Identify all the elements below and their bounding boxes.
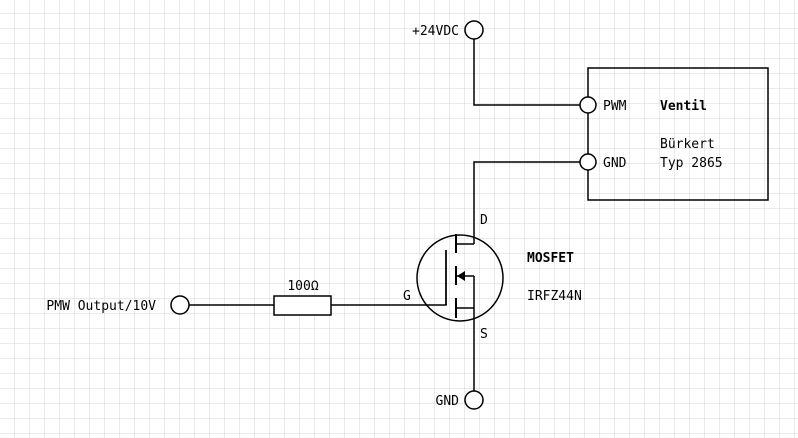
- valve-pin-gnd-label: GND: [603, 156, 627, 171]
- valve-name: Ventil: [660, 99, 707, 114]
- valve-box: [587, 67, 769, 201]
- gate-label: G: [403, 289, 411, 304]
- valve-pin-pwm: [579, 96, 597, 114]
- valve-maker: Bürkert: [660, 137, 715, 152]
- valve-model: Typ 2865: [660, 156, 723, 171]
- valve-pin-pwm-label: PWM: [603, 99, 627, 114]
- mosfet-arrow: [457, 271, 465, 281]
- terminal-pwm-input: [170, 295, 190, 315]
- resistor-value: 100Ω: [287, 279, 318, 294]
- pwm-input-label: PMW Output/10V: [46, 299, 156, 314]
- drain-label: D: [480, 213, 488, 228]
- terminal-supply: [464, 20, 484, 40]
- supply-label: +24VDC: [412, 24, 459, 39]
- wire-supply-to-pwm: [473, 39, 580, 106]
- terminal-ground: [464, 390, 484, 410]
- ground-label: GND: [436, 394, 460, 409]
- valve-pin-gnd: [579, 153, 597, 171]
- mosfet-part: IRFZ44N: [527, 289, 582, 304]
- source-label: S: [480, 327, 488, 342]
- mosfet-heading: MOSFET: [527, 251, 574, 266]
- resistor-body: [273, 295, 332, 316]
- wire-gnd-to-drain: [473, 161, 580, 237]
